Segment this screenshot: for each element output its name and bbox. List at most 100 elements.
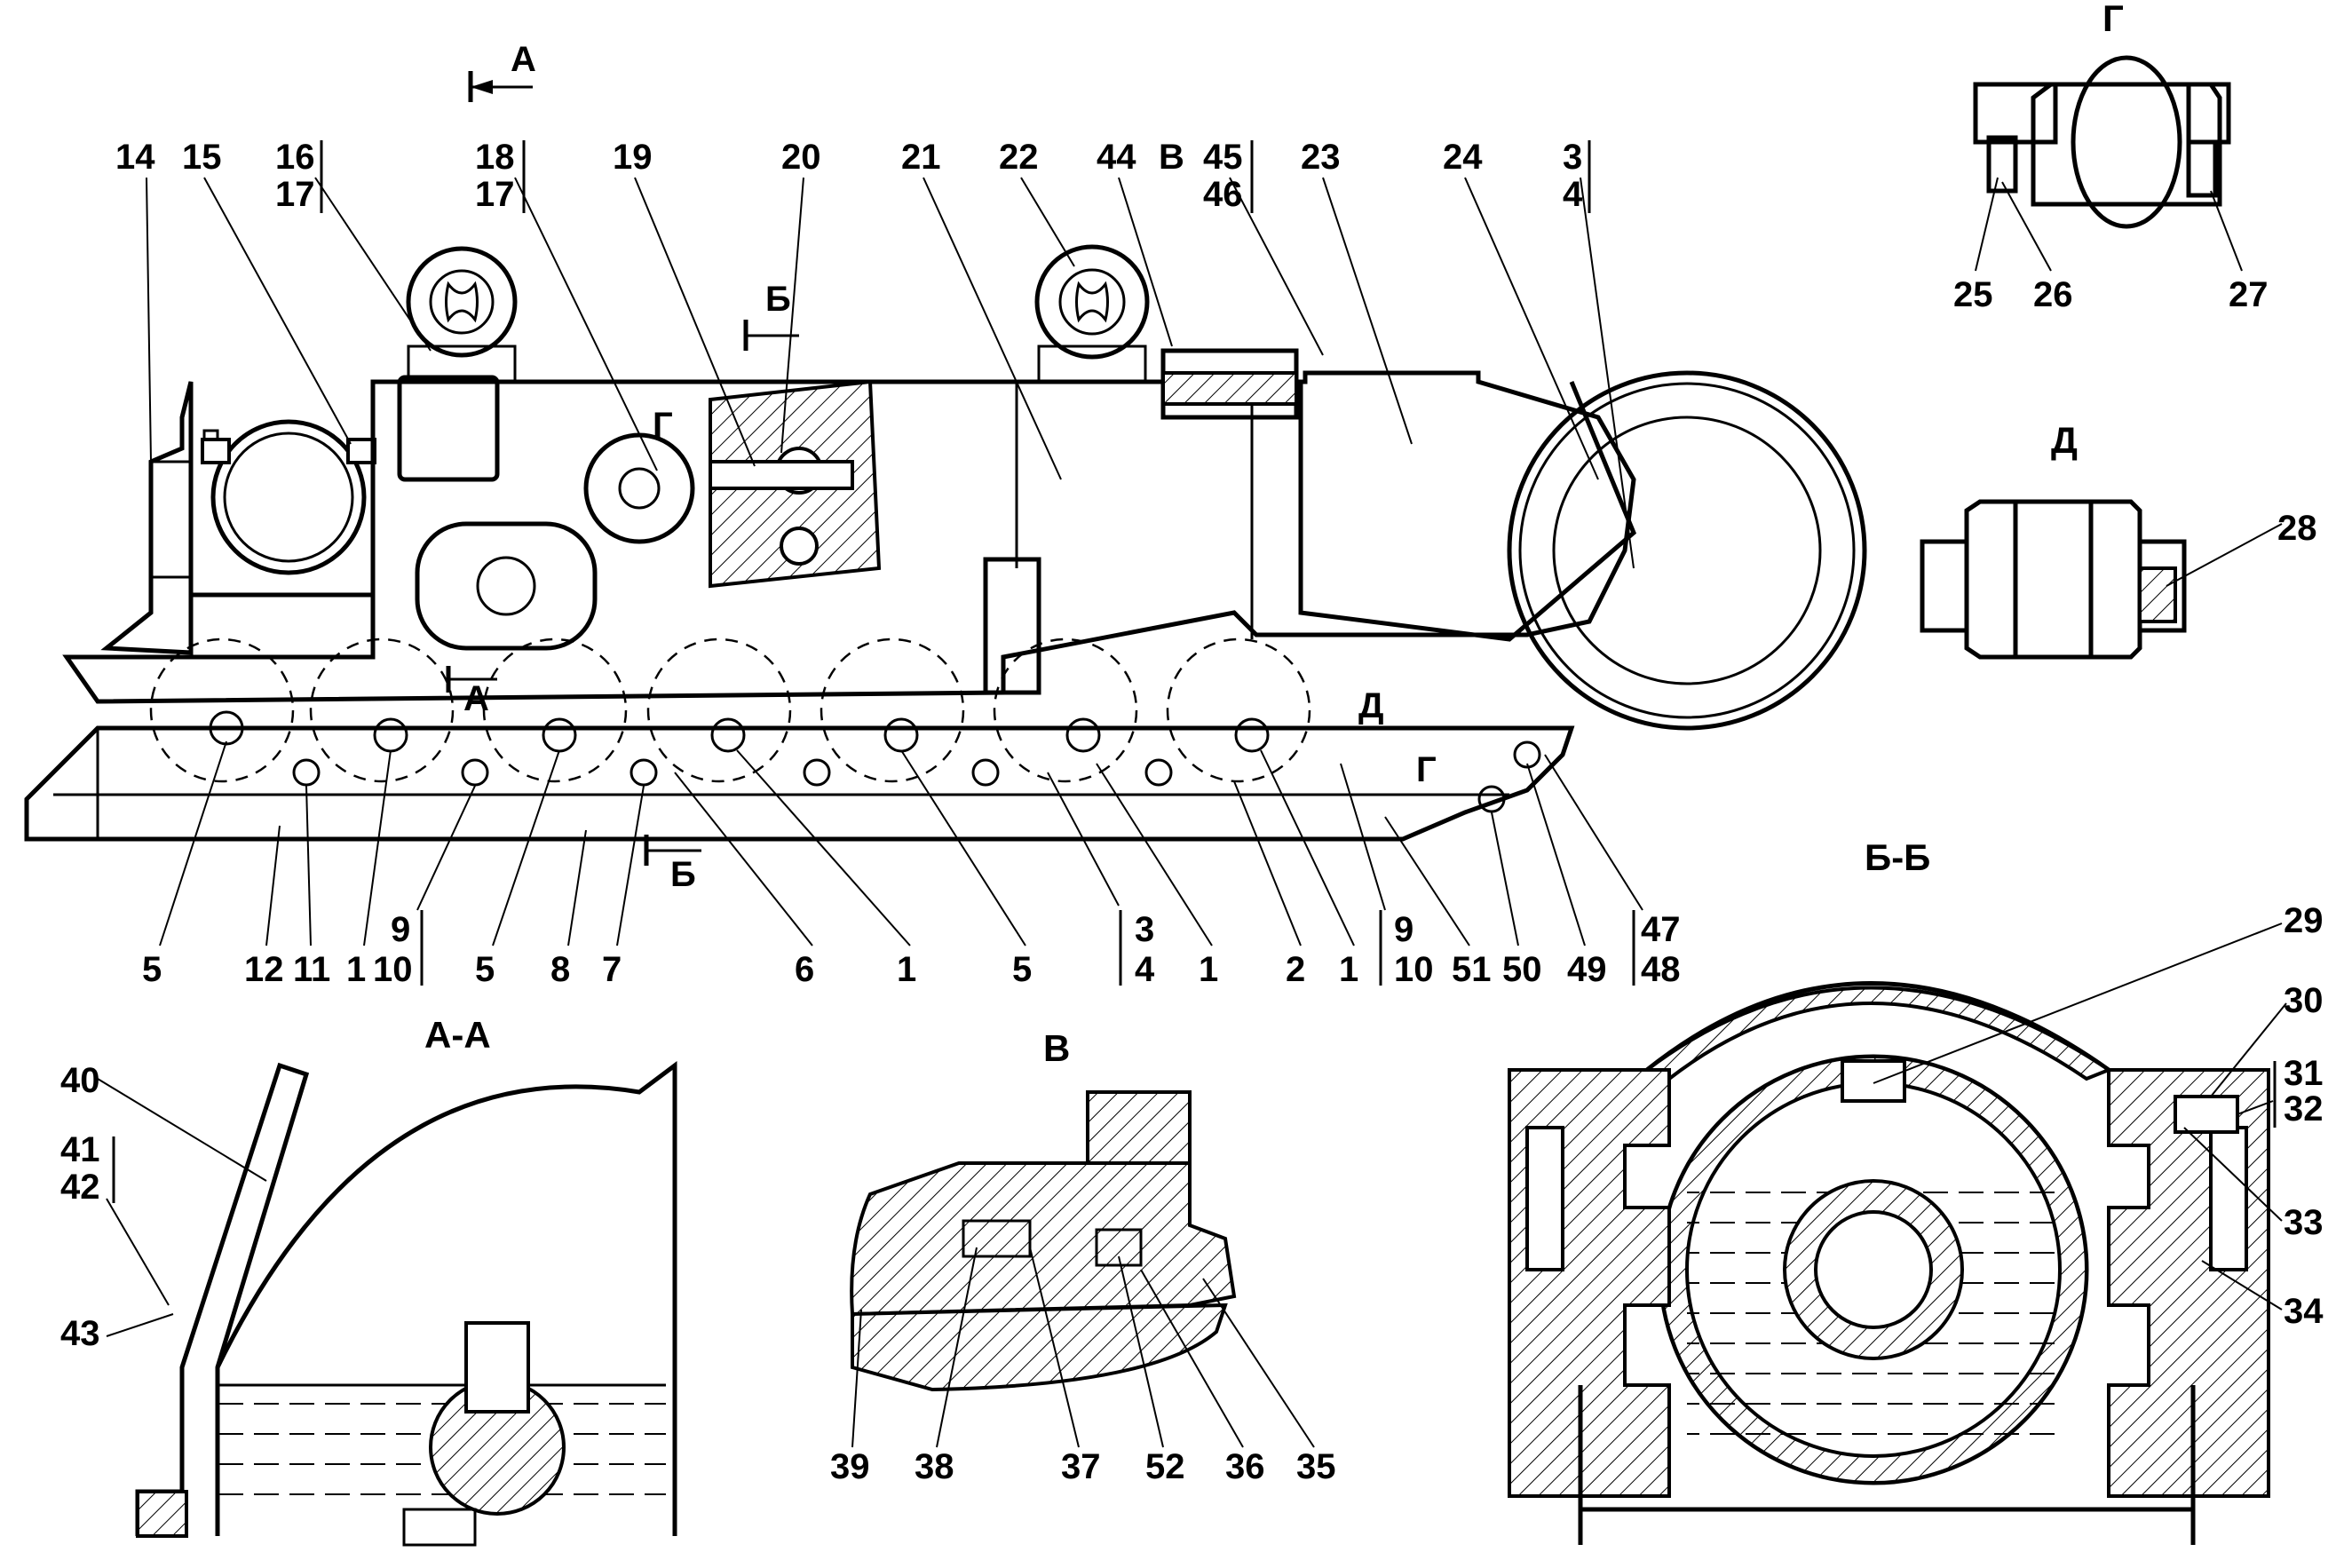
section-label-a-mid: А bbox=[463, 679, 489, 718]
leaders-main-bottom bbox=[159, 740, 1643, 946]
view-b-b-title: Б-Б bbox=[1865, 836, 1930, 878]
callout-35: 35 bbox=[1296, 1447, 1336, 1486]
callout-2: 2 bbox=[1286, 950, 1305, 989]
callout-21: 21 bbox=[901, 138, 941, 177]
oval-flange bbox=[415, 521, 598, 651]
callout-3b: 3 bbox=[1135, 910, 1154, 949]
callout-5a: 5 bbox=[142, 950, 162, 989]
front-clamp-ring bbox=[201, 419, 376, 575]
callouts-view-v: 39 38 37 52 36 35 bbox=[830, 1247, 1336, 1486]
section-label-d-arrow: Д bbox=[1358, 686, 1384, 725]
callout-48: 48 bbox=[1641, 950, 1681, 989]
callout-29: 29 bbox=[2284, 901, 2324, 940]
callout-40: 40 bbox=[60, 1061, 100, 1100]
idler-wheel bbox=[1507, 370, 1867, 731]
callout-9b: 9 bbox=[1394, 910, 1413, 949]
callout-17b: 17 bbox=[475, 175, 515, 214]
callout-37: 37 bbox=[1061, 1447, 1101, 1486]
callouts-view-g: 25 26 27 bbox=[1953, 177, 2269, 314]
frame-body bbox=[24, 370, 1637, 842]
callout-7: 7 bbox=[602, 950, 622, 989]
inspection-cover bbox=[397, 375, 500, 482]
callout-52: 52 bbox=[1145, 1447, 1185, 1486]
callout-34: 34 bbox=[2284, 1292, 2324, 1331]
callout-24: 24 bbox=[1443, 138, 1483, 177]
callout-1a: 1 bbox=[346, 950, 366, 989]
front-bracket bbox=[100, 381, 373, 655]
spring-box bbox=[1160, 348, 1299, 420]
callout-22: 22 bbox=[999, 138, 1039, 177]
view-a-a-title: А-А bbox=[424, 1014, 491, 1056]
view-v-title: В bbox=[1043, 1027, 1070, 1069]
callout-36: 36 bbox=[1225, 1447, 1265, 1486]
carrier-roller-right bbox=[1034, 244, 1150, 384]
callout-26: 26 bbox=[2033, 275, 2073, 314]
callout-23: 23 bbox=[1301, 138, 1341, 177]
callout-1d: 1 bbox=[1339, 950, 1358, 989]
callout-3a: 3 bbox=[1563, 138, 1582, 177]
callout-27: 27 bbox=[2229, 275, 2269, 314]
callout-38: 38 bbox=[915, 1447, 954, 1486]
callouts-main-bottom: 5 12 11 1 9 10 5 8 7 6 1 5 3 4 1 2 1 9 1… bbox=[142, 910, 1681, 989]
callout-31: 31 bbox=[2284, 1054, 2324, 1093]
callout-6: 6 bbox=[795, 950, 814, 989]
callout-50: 50 bbox=[1502, 950, 1542, 989]
view-g: Г 25 26 27 bbox=[1953, 0, 2269, 314]
callout-45: 45 bbox=[1203, 138, 1243, 177]
callout-9a: 9 bbox=[391, 910, 410, 949]
callout-1b: 1 bbox=[897, 950, 916, 989]
carrier-roller-left bbox=[406, 246, 518, 384]
view-v: В 39 38 37 52 36 35 bbox=[830, 1027, 1336, 1486]
view-d-title: Д bbox=[2051, 419, 2078, 461]
main-assembly-view: А Б А Б Г Г Д 14 15 16 17 18 17 bbox=[24, 40, 1867, 989]
callout-1c: 1 bbox=[1199, 950, 1218, 989]
section-mark-a-top: А bbox=[468, 40, 536, 102]
callout-4a: 4 bbox=[1563, 175, 1583, 214]
callout-39: 39 bbox=[830, 1447, 870, 1486]
callout-11: 11 bbox=[293, 950, 330, 989]
view-b-b: Б-Б 29 30 31 32 33 34 bbox=[1508, 836, 2324, 1545]
callout-41: 41 bbox=[60, 1130, 100, 1169]
section-label-a-top: А bbox=[511, 40, 536, 79]
callout-18: 18 bbox=[475, 138, 515, 177]
callout-14: 14 bbox=[115, 138, 155, 177]
callout-17a: 17 bbox=[275, 175, 315, 214]
callout-30: 30 bbox=[2284, 981, 2324, 1020]
callout-42: 42 bbox=[60, 1168, 100, 1207]
view-a-a: А-А 40 41 42 43 bbox=[60, 1014, 677, 1547]
tensioner-cutaway bbox=[709, 379, 882, 589]
callout-10a: 10 bbox=[373, 950, 413, 989]
round-flange bbox=[583, 432, 695, 544]
track-rollers-dashed bbox=[149, 637, 1311, 783]
callout-51: 51 bbox=[1452, 950, 1492, 989]
callout-33: 33 bbox=[2284, 1203, 2324, 1242]
callouts-view-a-a: 40 41 42 43 bbox=[60, 1061, 267, 1353]
callout-47: 47 bbox=[1641, 910, 1681, 949]
callout-28: 28 bbox=[2277, 509, 2317, 548]
section-label-g-mid: Г bbox=[653, 406, 673, 445]
view-d: Д 28 bbox=[1920, 419, 2317, 660]
callout-46: 46 bbox=[1203, 175, 1243, 214]
callout-15: 15 bbox=[182, 138, 222, 177]
callout-5c: 5 bbox=[1012, 950, 1032, 989]
callout-49: 49 bbox=[1567, 950, 1607, 989]
callouts-view-b-b: 29 30 31 32 33 34 bbox=[1873, 901, 2324, 1331]
callout-8: 8 bbox=[550, 950, 570, 989]
view-g-title: Г bbox=[2102, 0, 2124, 39]
section-label-b-bottom: Б bbox=[670, 855, 696, 894]
callout-44: 44 bbox=[1097, 138, 1136, 177]
section-mark-a-mid: А bbox=[446, 666, 497, 718]
callout-12: 12 bbox=[244, 950, 284, 989]
callouts-main-top: 14 15 16 17 18 17 19 20 21 22 44 В 45 46… bbox=[115, 138, 1591, 214]
section-label-g-arrow: Г bbox=[1416, 750, 1437, 789]
callout-5b: 5 bbox=[475, 950, 495, 989]
section-mark-b-bottom: Б bbox=[644, 835, 701, 894]
callout-v: В bbox=[1159, 138, 1184, 177]
callout-25: 25 bbox=[1953, 275, 1993, 314]
leaders-main-top bbox=[146, 177, 1635, 569]
callout-4b: 4 bbox=[1135, 950, 1155, 989]
callout-19: 19 bbox=[613, 138, 653, 177]
roller-bosses bbox=[209, 710, 1541, 813]
callout-10b: 10 bbox=[1394, 950, 1434, 989]
